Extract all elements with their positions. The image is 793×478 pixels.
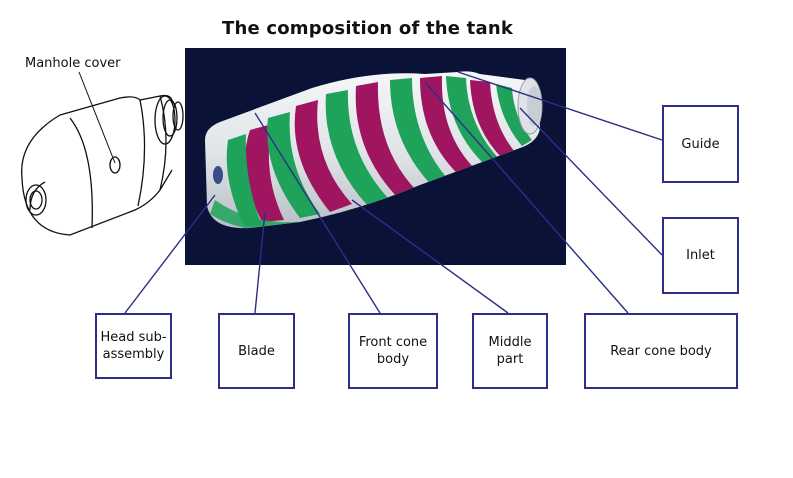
label-middle-part: Middle part (488, 335, 532, 367)
label-box-front-cone-body: Front cone body (348, 313, 438, 389)
label-box-blade: Blade (218, 313, 295, 389)
label-blade: Blade (238, 343, 275, 359)
label-box-inlet: Inlet (662, 217, 739, 294)
label-inlet: Inlet (686, 248, 715, 263)
tank-line-drawing (21, 94, 184, 236)
label-rear-cone-body: Rear cone body (610, 343, 712, 359)
label-box-middle-part: Middle part (472, 313, 548, 389)
manhole-cover-label: Manhole cover (25, 56, 121, 71)
label-guide: Guide (681, 136, 720, 152)
label-head-subassembly: Head sub-assembly (100, 330, 167, 362)
label-box-rear-cone-body: Rear cone body (584, 313, 738, 389)
leader-manhole-cover (78, 71, 116, 164)
label-box-head-subassembly: Head sub-assembly (95, 313, 172, 379)
diagram-title: The composition of the tank (222, 18, 514, 39)
label-box-guide: Guide (662, 105, 739, 183)
tank-render-panel (185, 48, 566, 265)
label-front-cone-body: Front cone body (358, 335, 428, 367)
